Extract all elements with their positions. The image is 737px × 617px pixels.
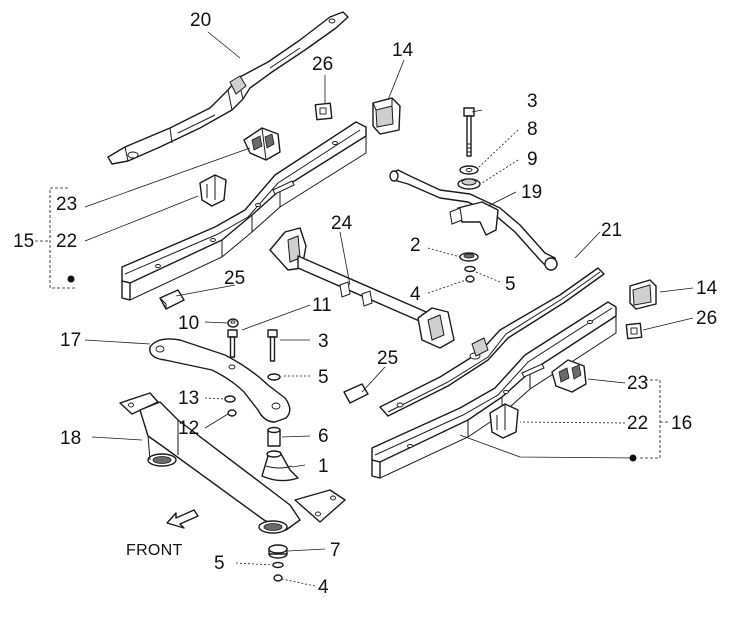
part-23-bracket-left bbox=[243, 127, 281, 161]
part-20-rail-reinforcement bbox=[107, 11, 349, 165]
part-15-left-member bbox=[121, 121, 367, 301]
callout-8: 8 bbox=[527, 119, 538, 140]
part-5-washer-mid bbox=[267, 373, 281, 381]
bracket-bullets bbox=[67, 275, 637, 462]
callout-5-lower: 5 bbox=[214, 553, 225, 574]
part-9-bushing bbox=[457, 178, 481, 190]
callout-18: 18 bbox=[60, 428, 81, 449]
callout-labels: 20 26 14 3 8 9 19 23 22 15 24 2 21 5 4 2… bbox=[13, 10, 718, 598]
part-13-spacer bbox=[224, 395, 236, 403]
callout-21: 21 bbox=[601, 220, 622, 241]
part-14-buffer-upper bbox=[372, 97, 401, 135]
part-11-bolt bbox=[227, 329, 238, 358]
part-3-bolt-lower bbox=[267, 329, 278, 362]
front-label: FRONT bbox=[126, 542, 183, 559]
callout-15: 15 bbox=[13, 231, 34, 252]
callout-4-lower: 4 bbox=[318, 577, 329, 598]
part-26-pad-upper bbox=[314, 102, 333, 121]
callout-3-upper: 3 bbox=[527, 91, 538, 112]
callout-9: 9 bbox=[527, 149, 538, 170]
front-direction-arrow bbox=[166, 509, 199, 529]
part-8-washer bbox=[459, 165, 479, 175]
part-1-rubber-mount bbox=[261, 450, 299, 482]
callout-3-lower: 3 bbox=[318, 331, 329, 352]
part-22-clip-right bbox=[489, 403, 519, 439]
part-24-cross-member bbox=[269, 227, 455, 349]
callout-22-right: 22 bbox=[627, 413, 648, 434]
callout-25-center: 25 bbox=[377, 348, 398, 369]
callout-26-right: 26 bbox=[696, 308, 717, 329]
part-10-nut bbox=[227, 318, 239, 328]
callout-11: 11 bbox=[312, 295, 332, 316]
callout-23-right: 23 bbox=[627, 373, 648, 394]
part-4-nut-upper bbox=[465, 275, 475, 283]
part-25-plate-left bbox=[159, 289, 185, 310]
callout-5-upper: 5 bbox=[505, 274, 516, 295]
part-16-right-member bbox=[371, 301, 617, 479]
callout-14-upper: 14 bbox=[392, 40, 414, 61]
callout-25-left: 25 bbox=[224, 268, 245, 289]
callout-16: 16 bbox=[671, 413, 692, 434]
part-3-bolt-upper bbox=[463, 107, 475, 157]
callout-19: 19 bbox=[521, 182, 542, 203]
part-2-bushing bbox=[459, 252, 479, 262]
callout-17: 17 bbox=[60, 330, 81, 351]
callout-13: 13 bbox=[178, 388, 199, 409]
part-22-clip-left bbox=[199, 174, 227, 207]
part-25-plate-center bbox=[343, 383, 369, 404]
callout-23-left: 23 bbox=[56, 194, 77, 215]
part-26-pad-right bbox=[625, 322, 643, 340]
callout-4-upper: 4 bbox=[410, 284, 421, 305]
callout-7: 7 bbox=[330, 540, 341, 561]
part-18-front-cross-member bbox=[119, 392, 346, 534]
part-5-washer-upper bbox=[464, 265, 476, 273]
callout-24: 24 bbox=[331, 213, 353, 234]
part-6-sleeve bbox=[267, 426, 281, 447]
callout-1: 1 bbox=[318, 456, 329, 477]
leader-lines bbox=[35, 31, 694, 587]
part-5-washer-lower bbox=[272, 561, 284, 569]
part-12-nut bbox=[227, 409, 237, 417]
callout-5-mid: 5 bbox=[318, 367, 329, 388]
part-23-bracket-right bbox=[551, 359, 587, 393]
callout-26-upper: 26 bbox=[312, 54, 333, 75]
part-4-nut-lower bbox=[273, 574, 283, 582]
callout-12: 12 bbox=[178, 418, 199, 439]
callout-2: 2 bbox=[410, 235, 421, 256]
part-19-crossbar bbox=[389, 169, 558, 271]
callout-6: 6 bbox=[318, 426, 329, 447]
part-21-right-reinforcement bbox=[379, 267, 605, 417]
callout-10: 10 bbox=[178, 313, 199, 334]
part-14-buffer-right bbox=[629, 279, 657, 310]
callout-14-right: 14 bbox=[696, 278, 718, 299]
callout-20: 20 bbox=[190, 10, 211, 31]
callout-22-left: 22 bbox=[56, 231, 77, 252]
part-17-bridge-bracket bbox=[149, 338, 291, 423]
part-7-lower-bushing bbox=[268, 544, 288, 559]
